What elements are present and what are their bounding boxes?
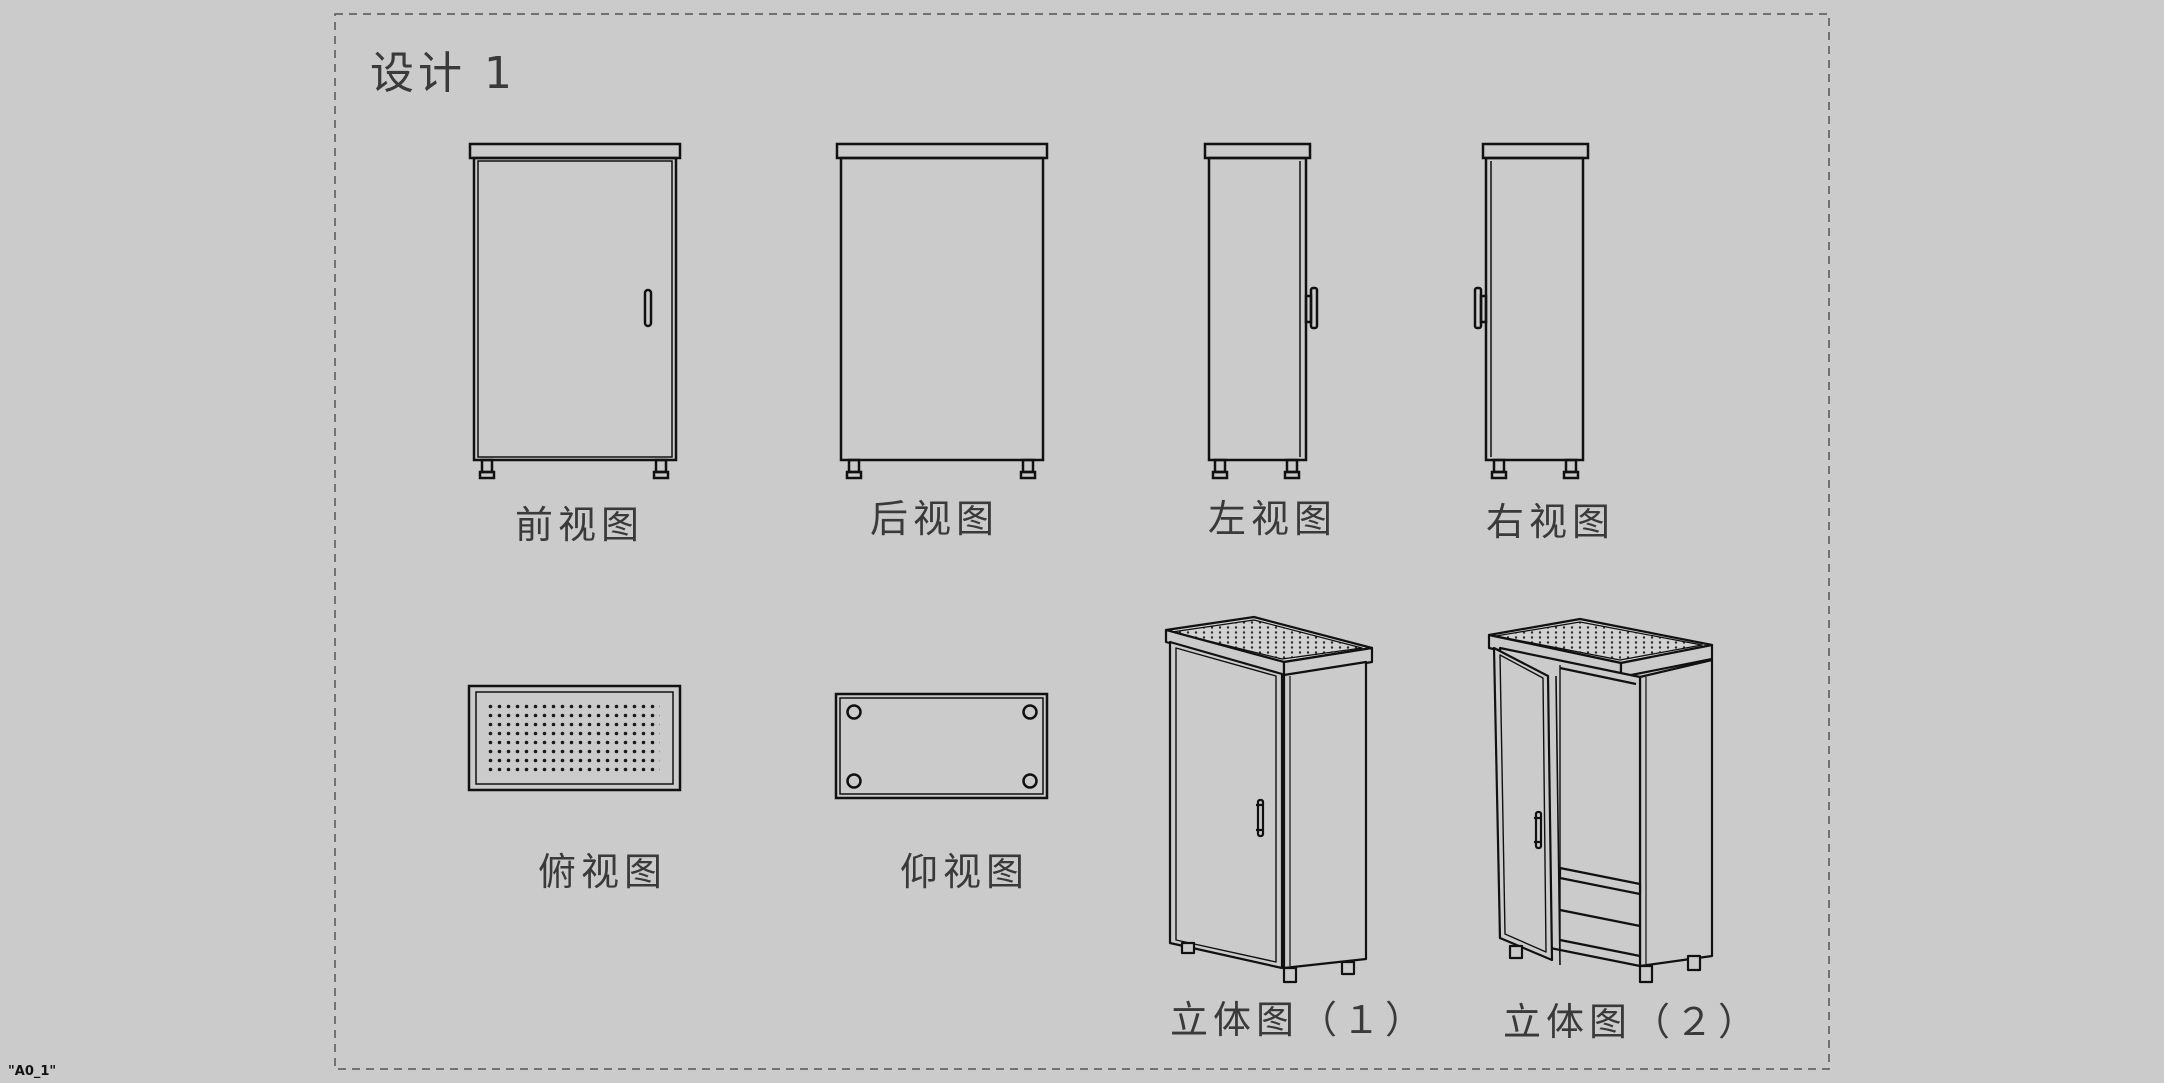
sheet-title: 设计 1 (370, 48, 516, 99)
iso-view-open-label: 立体图（２） (1503, 1000, 1761, 1044)
front-view-label: 前视图 (515, 503, 644, 547)
bottom-view (834, 692, 1049, 800)
top-view-label: 俯视图 (538, 850, 667, 894)
top-view (467, 684, 682, 792)
back-view-label: 后视图 (870, 497, 999, 541)
iso-view-closed (1164, 615, 1374, 984)
sheet-name-tab[interactable]: "A0_1" (8, 1064, 57, 1079)
bottom-view-label: 仰视图 (900, 850, 1029, 894)
left-view-label: 左视图 (1208, 497, 1337, 541)
iso-view-closed-label: 立体图（１） (1170, 998, 1428, 1042)
left-view (1203, 142, 1319, 480)
front-view (468, 142, 682, 480)
right-view-label: 右视图 (1486, 500, 1615, 544)
right-view (1473, 142, 1590, 480)
sheet-border (334, 13, 1830, 1070)
back-view (835, 142, 1049, 480)
iso-view-open (1487, 617, 1714, 984)
